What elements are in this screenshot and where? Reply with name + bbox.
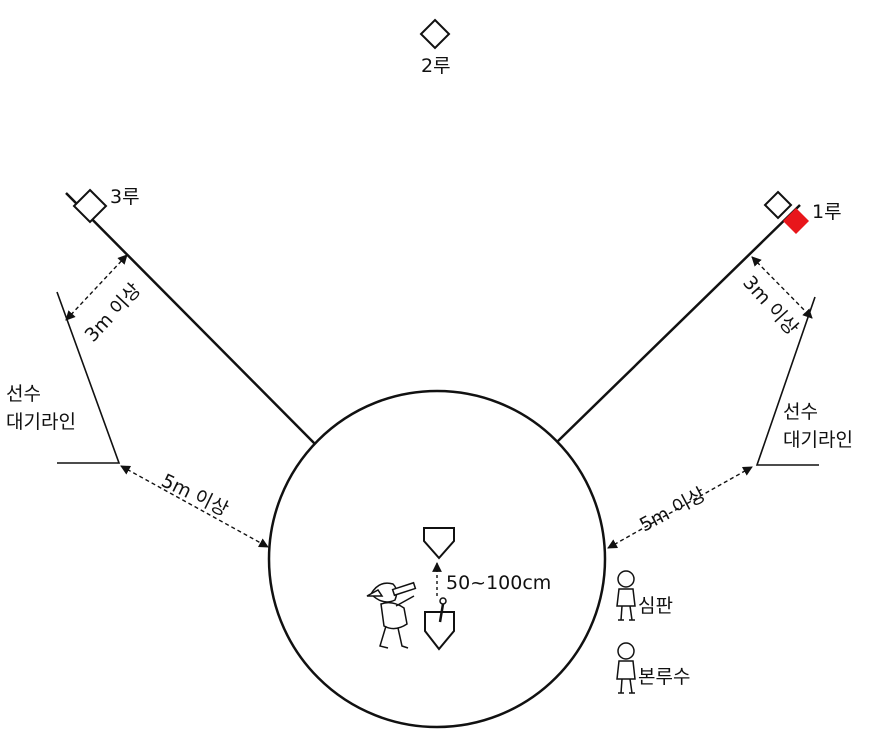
right-waiting-label-1: 선수 (783, 401, 818, 423)
third-base-marker (72, 188, 108, 224)
left-waiting-label-1: 선수 (6, 383, 41, 405)
right-3m-label: 3m 이상 (738, 272, 802, 340)
first-base-marker (763, 190, 793, 220)
left-3m-label: 3m 이상 (81, 279, 146, 346)
umpire-label: 심판 (638, 595, 673, 617)
tee-distance-label: 50~100cm (446, 572, 551, 594)
right-3m-arrow (751, 256, 813, 319)
home-catcher-icon (616, 642, 636, 694)
second-base-marker (419, 18, 451, 50)
left-waiting-line (56, 291, 121, 464)
first-base-label: 1루 (812, 201, 842, 223)
right-waiting-line (755, 296, 819, 466)
batting-circle (267, 389, 607, 729)
home-plate (424, 611, 455, 651)
third-base-label: 3루 (110, 186, 140, 208)
second-base-label: 2루 (421, 55, 451, 77)
batter-icon (366, 581, 417, 649)
left-waiting-label-2: 대기라인 (6, 411, 76, 433)
second-base: 2루 (419, 18, 451, 77)
batting-tee-icon (438, 597, 447, 623)
pitcher-plate (423, 527, 455, 560)
first-base-foul-line (556, 204, 801, 443)
umpire-icon (616, 570, 636, 621)
left-5m-label: 5m 이상 (158, 470, 232, 521)
first-base: 1루 (763, 190, 842, 234)
third-base: 3루 (72, 186, 140, 224)
home-catcher-label: 본루수 (638, 666, 690, 688)
right-5m-label: 5m 이상 (636, 483, 710, 536)
third-base-foul-line (65, 192, 319, 448)
right-waiting-label-2: 대기라인 (783, 429, 853, 451)
first-base-red-marker (783, 208, 809, 234)
left-3m-arrow (65, 254, 128, 321)
